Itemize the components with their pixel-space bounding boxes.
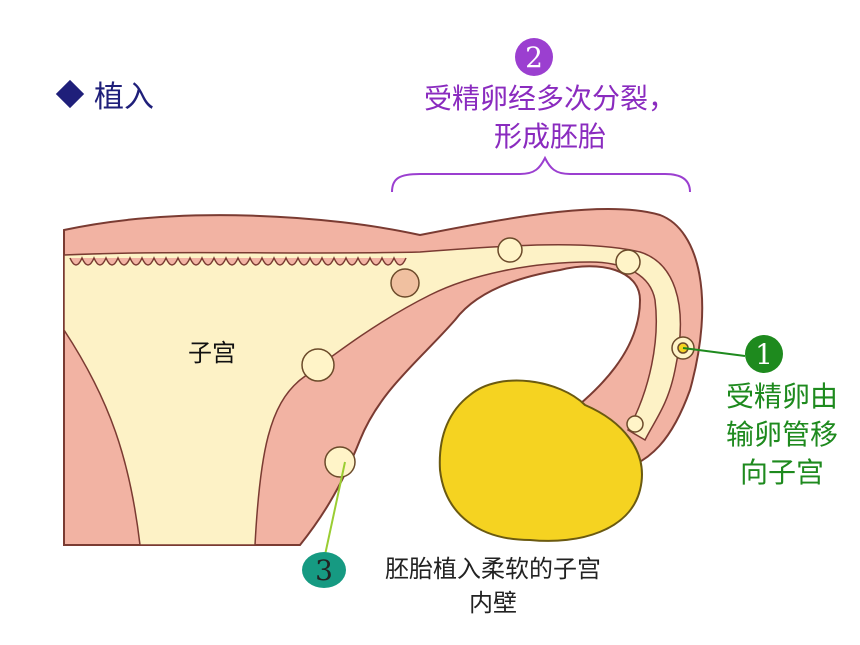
uterus-label: 子宫 [188,339,236,367]
step-3-line-1: 胚胎植入柔软的子宫 [385,555,601,583]
uterus-cavity [63,244,682,546]
embryo-stages [301,237,695,478]
step-2-line-1: 受精卵经多次分裂， [423,82,676,115]
step-3-caption: 胚胎植入柔软的子宫 内壁 [358,552,628,620]
step1-pointer-line [682,347,746,357]
implanting-embryo [324,446,356,478]
endometrium-folds [69,256,407,266]
step-1-caption: 受精卵由 输卵管移 向子宫 [712,378,852,492]
step-2-caption: 受精卵经多次分裂， 形成胚胎 [380,80,720,156]
morula [390,268,420,298]
blastocyst [301,348,335,382]
step-1-line-3: 向子宫 [739,456,824,489]
step-2-badge: 2 [515,38,553,76]
step-3-line-2: 内壁 [469,589,517,617]
step-1-badge: 1 [745,335,783,373]
slide-heading: 植入 [55,72,154,116]
four-cell-stage [497,237,523,263]
step-3-badge: 3 [302,552,346,588]
step-1-line-2: 输卵管移 [725,418,838,451]
step-1-line-1: 受精卵由 [725,380,838,413]
heading-text: 植入 [94,80,154,115]
step2-brace [391,155,691,193]
two-cell-stage [615,249,641,275]
ovary [438,379,643,542]
step3-pointer-line [324,461,346,556]
step-2-line-2: 形成胚胎 [493,120,606,153]
